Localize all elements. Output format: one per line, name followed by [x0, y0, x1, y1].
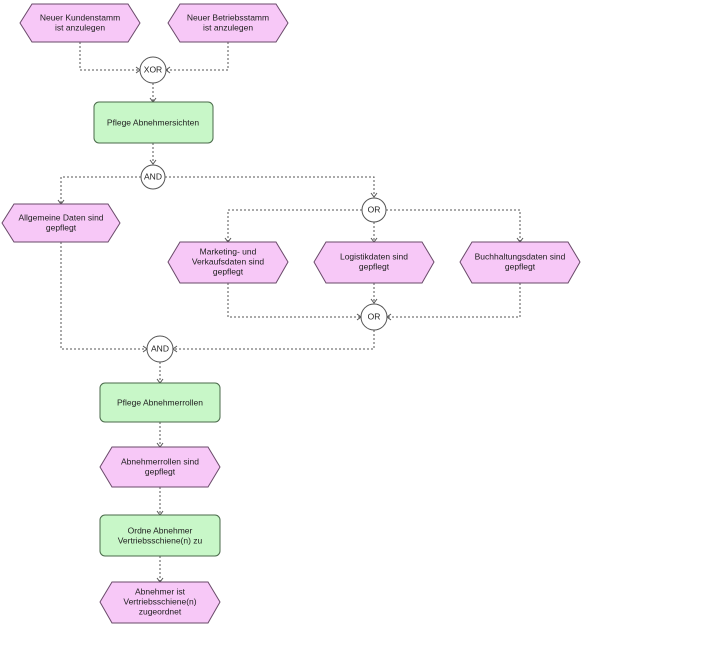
edge-e6-c4	[387, 283, 521, 318]
function-label: Ordne Abnehmer	[128, 525, 193, 535]
event-label: Allgemeine Daten sind	[18, 212, 103, 222]
arrowheads	[57, 66, 524, 583]
event-general-data: Allgemeine Daten sind gepflegt	[1, 203, 121, 243]
event-accounting-data: Buchhaltungsdaten sind gepflegt	[459, 241, 581, 284]
event-roles-maintained: Abnehmerrollen sind gepflegt	[99, 446, 221, 488]
event-logistics-data: Logistikdaten sind gepflegt	[313, 241, 435, 284]
connector-label: OR	[368, 311, 381, 321]
event-label: Neuer Kundenstamm	[40, 12, 120, 22]
event-marketing-data: Marketing- und Verkaufsdaten sind gepfle…	[167, 241, 289, 284]
connector-or-split: OR	[361, 197, 387, 223]
edges	[60, 42, 521, 582]
event-label: Verkaufsdaten sind	[192, 256, 265, 266]
edge-e4-c4	[227, 283, 361, 318]
edge-c2-c3	[165, 176, 375, 197]
edge-c4-c5	[173, 330, 375, 350]
connector-label: AND	[144, 171, 162, 181]
edge-e1-c1	[79, 42, 140, 71]
function-label: Vertriebsschiene(n) zu	[118, 535, 203, 545]
event-label: zugeordnet	[139, 606, 182, 616]
event-label: ist anzulegen	[55, 22, 105, 32]
function-label: Pflege Abnehmerrollen	[117, 397, 203, 407]
edge-c3-e6	[386, 209, 521, 242]
event-label: gepflegt	[145, 466, 176, 476]
event-label: Vertriebsschiene(n)	[123, 596, 196, 606]
connector-and-split: AND	[140, 164, 166, 190]
function-maintain-views: Pflege Abnehmersichten	[93, 101, 214, 144]
edge-c2-e3	[60, 176, 141, 204]
edge-c3-e4	[227, 209, 362, 242]
event-label: Abnehmer ist	[135, 586, 186, 596]
event-label: ist anzulegen	[203, 22, 253, 32]
event-label: Abnehmerrollen sind	[121, 456, 199, 466]
function-assign-channel: Ordne Abnehmer Vertriebsschiene(n) zu	[99, 514, 221, 557]
connector-or-join: OR	[360, 303, 388, 331]
event-label: Logistikdaten sind	[340, 251, 408, 261]
event-label: gepflegt	[213, 266, 244, 276]
connector-and-join: AND	[146, 335, 174, 363]
edge-e2-c1	[166, 42, 229, 71]
event-new-customer: Neuer Kundenstamm ist anzulegen	[19, 3, 141, 43]
function-maintain-roles: Pflege Abnehmerrollen	[99, 382, 221, 423]
edge-e3-c5	[60, 242, 147, 350]
connector-label: XOR	[144, 64, 162, 74]
event-label: gepflegt	[359, 261, 390, 271]
arrowhead	[370, 192, 378, 198]
event-label: gepflegt	[505, 261, 536, 271]
connector-label: OR	[368, 204, 381, 214]
function-label: Pflege Abnehmersichten	[107, 117, 199, 127]
event-label: gepflegt	[46, 222, 77, 232]
arrowhead	[370, 298, 378, 304]
event-label: Neuer Betriebsstamm	[187, 12, 269, 22]
event-channel-assigned: Abnehmer ist Vertriebsschiene(n) zugeord…	[99, 581, 221, 624]
connector-xor: XOR	[139, 56, 167, 84]
event-label: Marketing- und	[200, 246, 257, 256]
event-new-plant: Neuer Betriebsstamm ist anzulegen	[167, 3, 289, 43]
arrowhead	[149, 159, 157, 165]
connector-label: AND	[151, 343, 169, 353]
event-label: Buchhaltungsdaten sind	[475, 251, 566, 261]
